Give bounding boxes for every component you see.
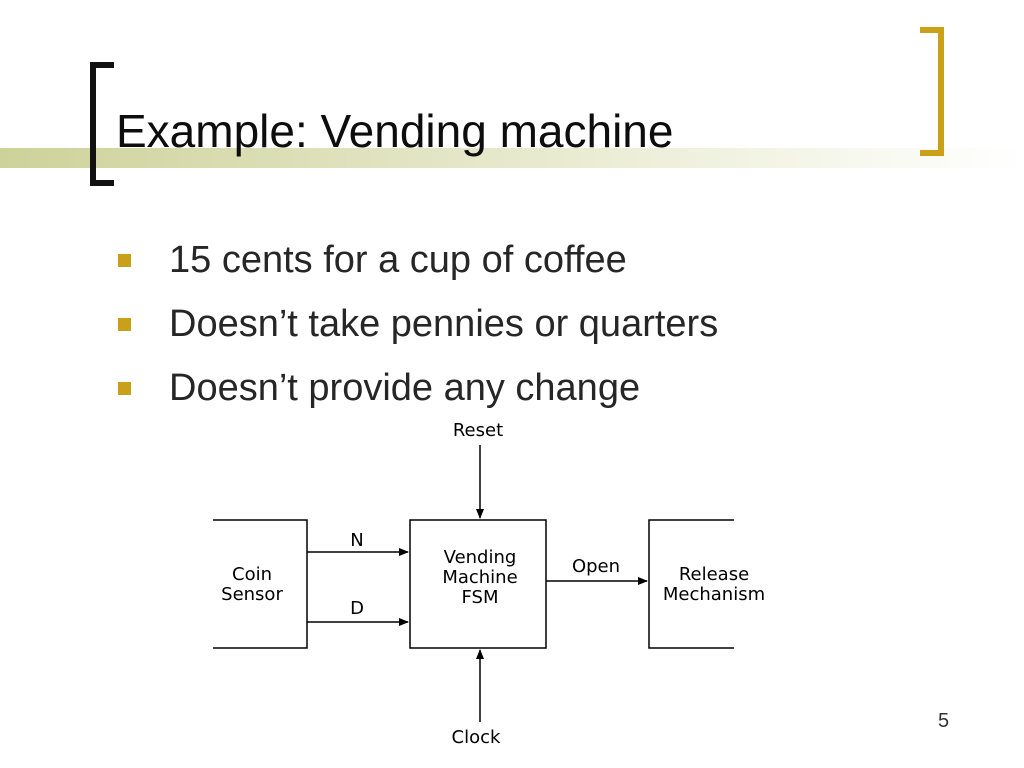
release-label-line1: Release (679, 564, 749, 585)
coin-sensor-block: Coin Sensor (213, 519, 308, 649)
bullet-text: Doesn’t take pennies or quarters (169, 302, 719, 345)
d-signal: D (307, 598, 409, 626)
fsm-block: Vending Machine FSM (409, 519, 547, 649)
bullet-list: 15 cents for a cup of coffee Doesn’t tak… (118, 228, 718, 420)
square-bullet-icon (118, 381, 131, 395)
fsm-label-line3: FSM (462, 587, 499, 608)
bullet-text: 15 cents for a cup of coffee (169, 238, 627, 281)
d-signal-label: D (350, 598, 364, 619)
coin-sensor-label-line2: Sensor (221, 584, 283, 605)
n-signal: N (307, 530, 409, 556)
left-bracket-decoration (90, 62, 114, 186)
bullet-item: Doesn’t provide any change (118, 356, 718, 420)
clock-signal: Clock (452, 649, 501, 748)
right-bracket-decoration (920, 27, 944, 156)
slide-title: Example: Vending machine (116, 105, 674, 157)
clock-signal-label: Clock (452, 727, 501, 748)
coin-sensor-label-line1: Coin (232, 564, 272, 585)
open-signal: Open (546, 556, 648, 585)
bullet-text: Doesn’t provide any change (169, 366, 641, 409)
n-signal-label: N (350, 530, 363, 551)
bullet-item: 15 cents for a cup of coffee (118, 228, 718, 292)
square-bullet-icon (118, 317, 131, 331)
square-bullet-icon (118, 253, 131, 267)
reset-signal: Reset (453, 420, 503, 519)
title-band (0, 148, 1024, 168)
reset-signal-label: Reset (453, 420, 503, 441)
open-signal-label: Open (572, 556, 620, 577)
bullet-item: Doesn’t take pennies or quarters (118, 292, 718, 356)
release-label-line2: Mechanism (663, 584, 765, 605)
release-mechanism-block: Release Mechanism (648, 519, 765, 649)
fsm-label-line2: Machine (442, 567, 517, 588)
fsm-label-line1: Vending (444, 547, 517, 568)
page-number: 5 (938, 710, 950, 732)
